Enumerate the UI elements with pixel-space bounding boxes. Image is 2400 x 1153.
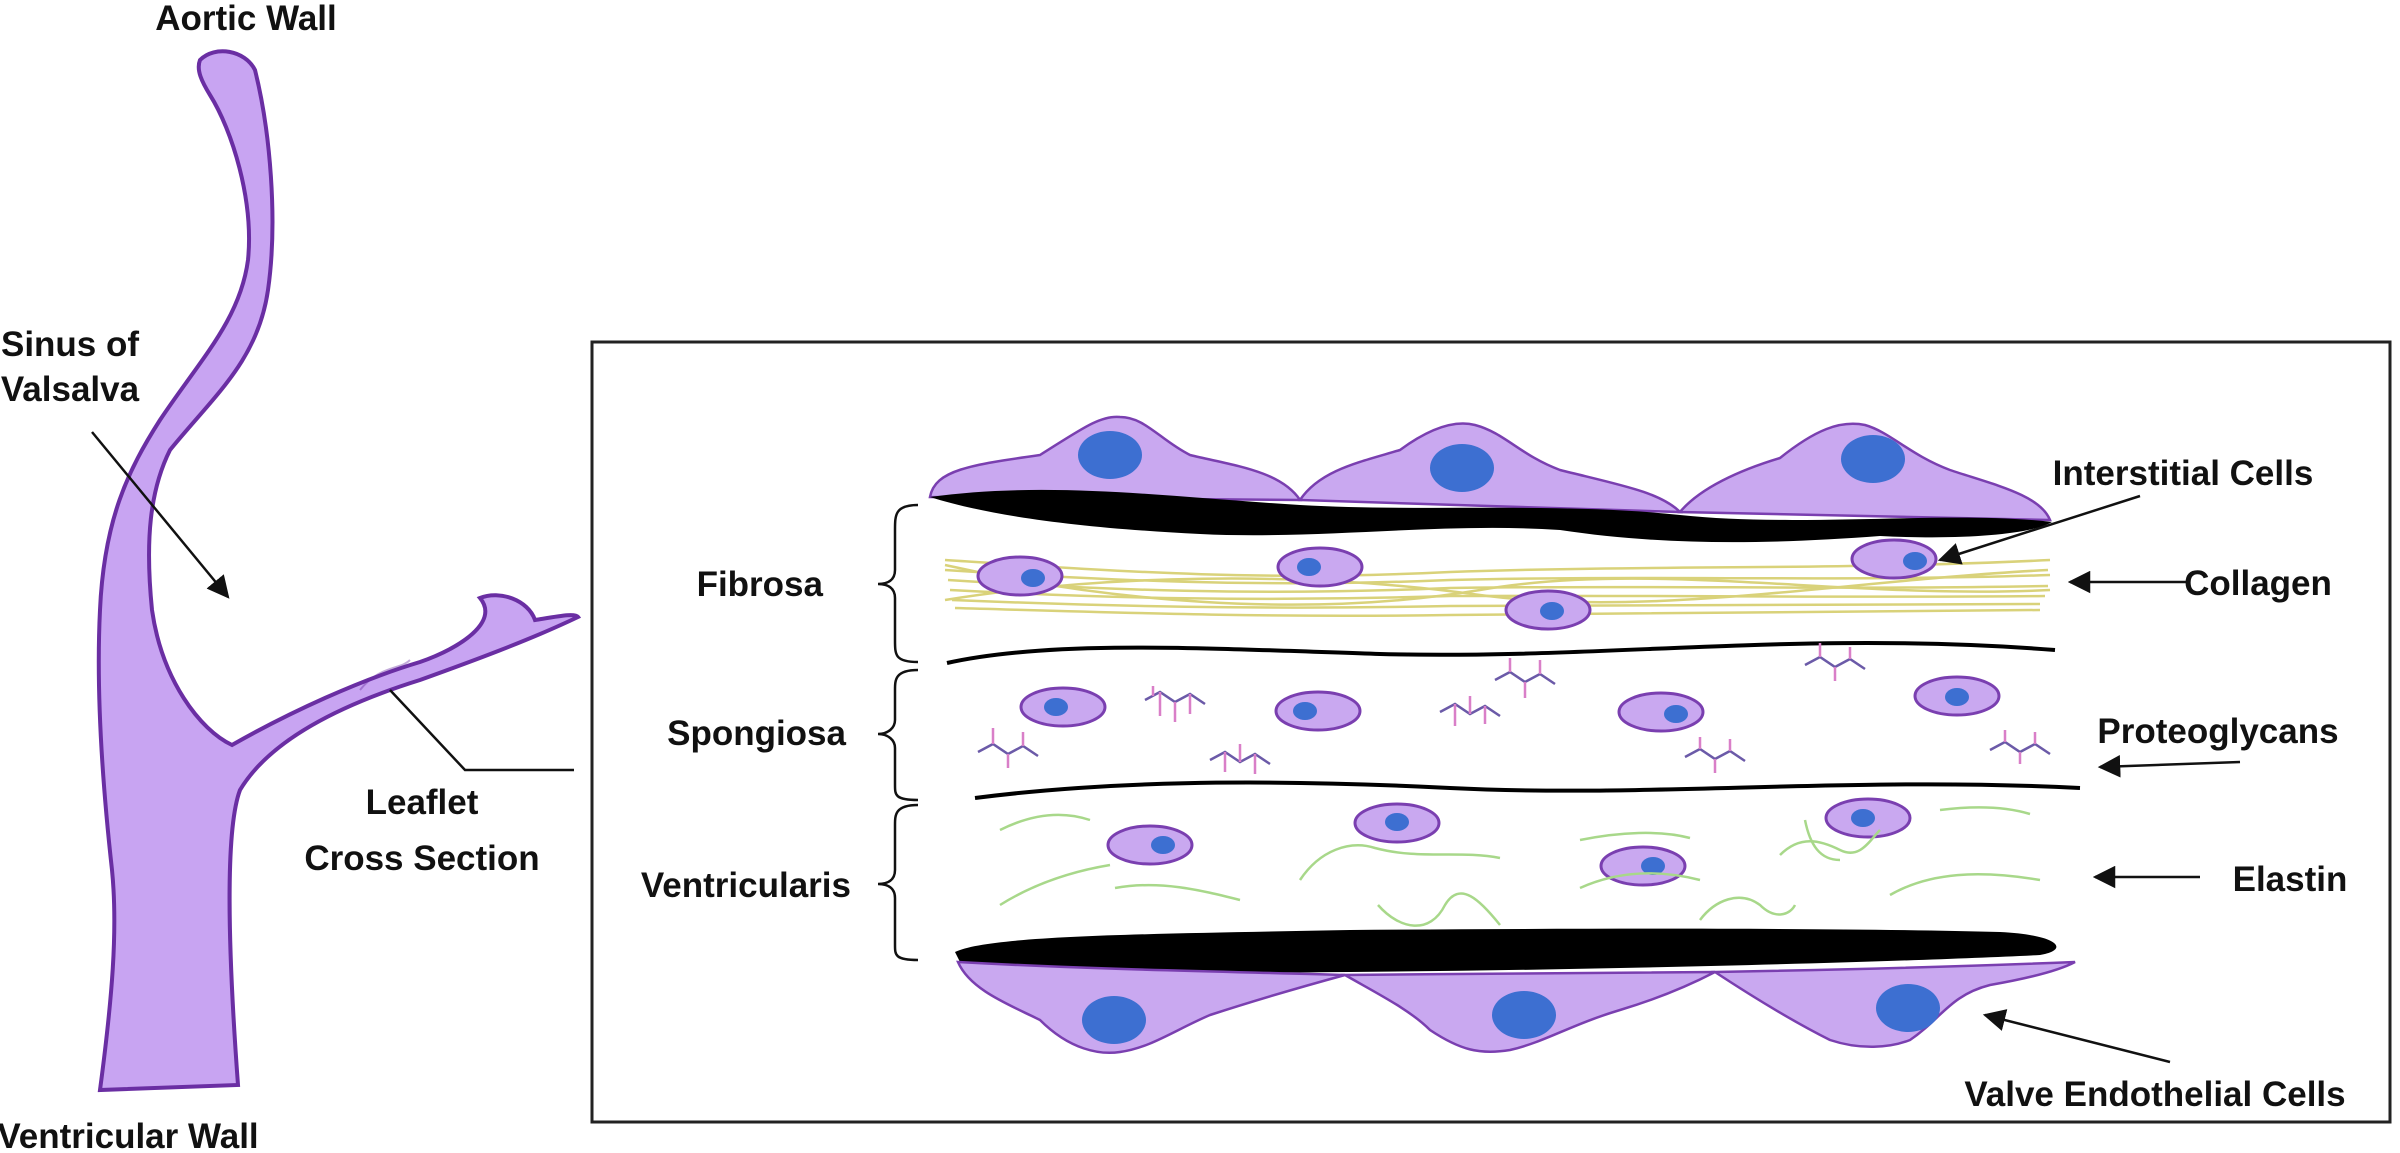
leaflet-leader-line — [389, 689, 574, 772]
sinus-arrow — [91, 431, 230, 599]
interstitial-cells — [976, 538, 2001, 887]
fibrosa-label: Fibrosa — [697, 565, 824, 604]
spongiosa-label: Spongiosa — [667, 714, 846, 753]
proteoglycans-label: Proteoglycans — [2097, 712, 2338, 751]
spongiosa-ventricularis-boundary — [974, 780, 2081, 800]
elastin-fibers — [999, 806, 2041, 927]
aortic-root-wall — [96, 49, 582, 1093]
top-basement-membrane — [930, 489, 2052, 543]
top-endothelial-cells — [928, 415, 2052, 522]
sinus-label-line1: Sinus of — [1, 325, 139, 364]
valve-endothelial-cells-label: Valve Endothelial Cells — [1964, 1075, 2345, 1114]
bottom-endothelial-cells — [956, 960, 2076, 1054]
sinus-label-line2: Valsalva — [1, 370, 140, 409]
fibrosa-spongiosa-boundary — [946, 641, 2056, 665]
aortic-wall-label: Aortic Wall — [155, 0, 337, 38]
leaflet-label-line1: Leaflet — [366, 783, 479, 822]
pointer-arrows — [1937, 494, 2241, 1064]
collagen-label: Collagen — [2184, 564, 2332, 603]
cross-section-box — [590, 340, 2392, 1124]
elastin-label: Elastin — [2233, 860, 2348, 899]
interstitial-cells-label: Interstitial Cells — [2053, 454, 2314, 493]
leaflet-label-line2: Cross Section — [304, 839, 539, 878]
layer-braces — [877, 503, 919, 962]
bottom-basement-membrane — [955, 928, 2057, 973]
proteoglycans — [977, 643, 2051, 774]
ventricular-wall-label: Ventricular Wall — [0, 1117, 259, 1153]
collagen-fibers — [944, 558, 2051, 618]
ventricularis-label: Ventricularis — [641, 866, 851, 905]
